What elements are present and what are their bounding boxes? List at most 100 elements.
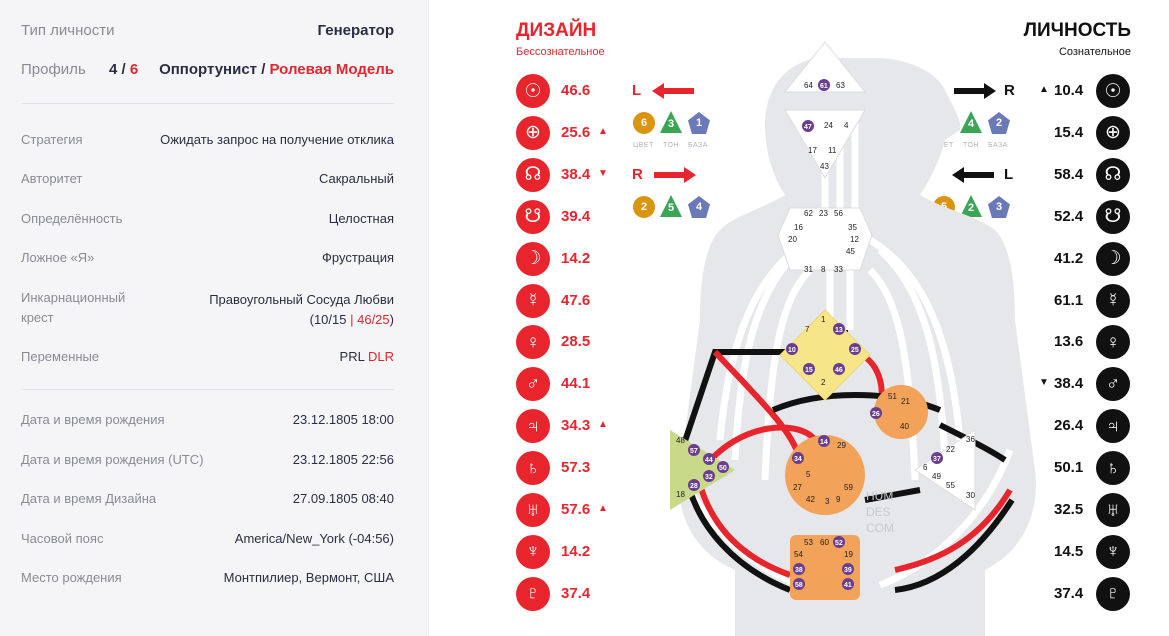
- personality-planet-value: 26.4: [1054, 417, 1084, 435]
- svg-text:47: 47: [804, 124, 812, 131]
- birthplace-value: Монтпилиер, Вермонт, США: [223, 570, 394, 585]
- divider: [21, 389, 394, 390]
- svg-text:26: 26: [872, 411, 880, 418]
- watermark: HUM DES COM: [866, 489, 894, 535]
- base-caption: БАЗА: [988, 142, 1008, 149]
- arrow-left-icon: [652, 83, 694, 99]
- design-planet-mark: ▼: [598, 167, 608, 179]
- svg-text:62: 62: [804, 209, 813, 218]
- design-subtitle: Бессознательное: [516, 46, 605, 58]
- svg-text:14: 14: [820, 439, 828, 446]
- south-node-icon: ☋: [1096, 199, 1130, 234]
- svg-text:23: 23: [819, 209, 828, 218]
- design-planet-value: 38.4: [561, 165, 591, 183]
- personality-planet-value: 41.2: [1054, 249, 1084, 267]
- svg-text:48: 48: [676, 436, 685, 445]
- svg-text:34: 34: [794, 456, 802, 463]
- venus-icon: ♀: [516, 325, 550, 360]
- jupiter-icon: ♃: [1096, 409, 1130, 444]
- design-title: ДИЗАЙН: [516, 20, 597, 41]
- mars-icon: ♂: [1096, 367, 1130, 402]
- svg-text:17: 17: [808, 146, 817, 155]
- svg-text:49: 49: [932, 472, 941, 481]
- personality-title: ЛИЧНОСТЬ: [1023, 20, 1131, 41]
- svg-text:4: 4: [844, 121, 849, 130]
- base-caption: БАЗА: [688, 142, 708, 149]
- north-node-icon: ☊: [1096, 157, 1130, 192]
- birth-utc-label: Дата и время рождения (UTC): [21, 452, 204, 467]
- type-value: Генератор: [317, 22, 394, 39]
- sun-icon: ☉: [516, 74, 550, 108]
- tone-caption: ТОН: [963, 142, 979, 149]
- svg-text:30: 30: [966, 491, 975, 500]
- variables-value: PRL DLR: [339, 349, 394, 364]
- svg-text:45: 45: [846, 247, 855, 256]
- svg-text:12: 12: [850, 235, 859, 244]
- personality-subtitle: Сознательное: [1058, 46, 1131, 58]
- personality-planet-value: 14.5: [1054, 542, 1084, 560]
- definition-value: Целостная: [328, 211, 394, 226]
- profile-names: Оппортунист / Ролевая Модель: [159, 61, 394, 78]
- uranus-icon: ♅: [1096, 493, 1130, 527]
- svg-text:37: 37: [933, 456, 941, 463]
- ego-center: [874, 385, 928, 439]
- color-badge: 2: [633, 196, 655, 218]
- arrow-left-icon: [952, 167, 994, 183]
- jupiter-icon: ♃: [516, 409, 550, 444]
- svg-text:55: 55: [946, 481, 955, 490]
- sacral-center: [785, 435, 865, 515]
- svg-text:18: 18: [676, 490, 685, 499]
- arrow-letter: R: [1004, 82, 1015, 99]
- svg-text:33: 33: [834, 265, 843, 274]
- tone-caption: ТОН: [663, 142, 679, 149]
- design-planet-value: 39.4: [561, 207, 591, 225]
- moon-icon: ☽: [516, 241, 550, 276]
- not-self-value: Фрустрация: [322, 250, 394, 265]
- birth-utc-value: 23.12.1805 22:56: [292, 452, 394, 467]
- svg-text:52: 52: [835, 540, 843, 547]
- svg-text:6: 6: [923, 463, 928, 472]
- neptune-icon: ♆: [516, 534, 550, 569]
- svg-text:20: 20: [788, 235, 797, 244]
- svg-text:53: 53: [804, 538, 813, 547]
- color-caption: ЦВЕТ: [633, 142, 654, 149]
- pluto-icon: ♇: [516, 576, 550, 611]
- svg-text:42: 42: [806, 495, 815, 504]
- svg-text:40: 40: [900, 422, 909, 431]
- svg-text:3: 3: [825, 497, 830, 506]
- variables-label: Переменные: [21, 349, 100, 364]
- svg-text:60: 60: [820, 538, 829, 547]
- personality-planet-value: 52.4: [1054, 207, 1084, 225]
- svg-text:9: 9: [836, 495, 841, 504]
- design-planet-value: 28.5: [561, 333, 591, 351]
- divider: [21, 103, 394, 104]
- design-date-label: Дата и время Дизайна: [21, 491, 157, 506]
- svg-text:63: 63: [836, 81, 845, 90]
- svg-text:16: 16: [794, 223, 803, 232]
- arrow-letter: L: [632, 82, 642, 99]
- svg-text:51: 51: [888, 392, 897, 401]
- definition-label: Определённость: [21, 211, 123, 226]
- svg-text:1: 1: [821, 315, 826, 324]
- authority-value: Сакральный: [318, 171, 394, 186]
- design-planet-value: 44.1: [561, 375, 591, 393]
- svg-text:11: 11: [828, 146, 837, 155]
- strategy-label: Стратегия: [21, 132, 83, 147]
- timezone-label: Часовой пояс: [21, 531, 104, 546]
- personality-planet-mark: ▲: [1039, 84, 1049, 95]
- svg-text:44: 44: [705, 457, 713, 464]
- cross-value: Правоугольный Сосуда Любви(10/15 | 46/25…: [209, 292, 394, 327]
- svg-text:43: 43: [820, 162, 829, 171]
- design-planet-value: 25.6: [561, 123, 591, 141]
- venus-icon: ♀: [1096, 325, 1130, 360]
- personality-planet-value: 50.1: [1054, 459, 1084, 477]
- personality-planet-value: 15.4: [1054, 123, 1084, 141]
- design-planet-mark: ▲: [598, 503, 608, 514]
- pluto-icon: ♇: [1096, 576, 1130, 611]
- personality-planet-value: 13.6: [1054, 333, 1084, 351]
- personality-planet-value: 32.5: [1054, 501, 1084, 518]
- profile-row: Профиль 4 / 6 Оппортунист / Ролевая Моде…: [21, 61, 394, 81]
- type-row: Тип личности Генератор: [21, 22, 394, 42]
